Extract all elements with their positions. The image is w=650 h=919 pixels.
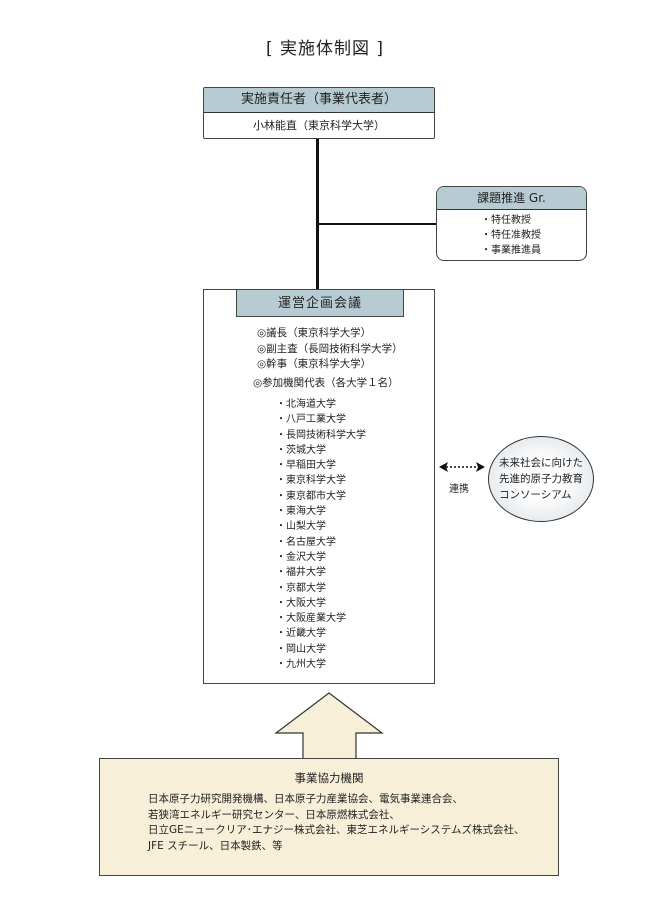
- university-item: 早稲田大学: [286, 458, 366, 473]
- member-item: ・特任教授: [481, 215, 531, 226]
- university-item: 金沢大学: [286, 550, 366, 565]
- university-item: 東京科学大学: [286, 473, 366, 488]
- consortium-ellipse: 未来社会に向けた 先進的原子力教育 コンソーシアム: [488, 436, 594, 522]
- university-item: 北海道大学: [286, 397, 366, 412]
- promotion-group-box: 課題推進 Gr. ・特任教授 ・特任准教授 ・事業推進員: [436, 186, 587, 261]
- university-item: 東海大学: [286, 504, 366, 519]
- representative-name: 小林能直（東京科学大学）: [253, 119, 385, 132]
- partners-list: 日本原子力研究開発機構、日本原子力産業協会、電気事業連合会、 若狭湾エネルギー研…: [148, 792, 525, 854]
- university-item: 東京都市大学: [286, 489, 366, 504]
- university-item: 長岡技術科学大学: [286, 428, 366, 443]
- promotion-group-members: ・特任教授 ・特任准教授 ・事業推進員: [437, 213, 586, 258]
- consortium-line: コンソーシアム: [499, 489, 572, 501]
- university-item: 名古屋大学: [286, 535, 366, 550]
- member-item: ・事業推進員: [481, 245, 541, 256]
- role-item: ◎副主査（長岡技術科学大学）: [257, 342, 403, 355]
- link-label: 連携: [449, 484, 469, 495]
- partners-line: JFE スチール、日本製鉄、等: [148, 839, 283, 852]
- university-item: 大阪大学: [286, 596, 366, 611]
- council-header: 運営企画会議: [236, 289, 404, 317]
- university-item: 大阪産業大学: [286, 611, 366, 626]
- promotion-group-header: 課題推進 Gr.: [437, 187, 586, 210]
- partners-box: [99, 758, 559, 876]
- university-item: 福井大学: [286, 565, 366, 580]
- university-item: 九州大学: [286, 657, 366, 672]
- university-item: 山梨大学: [286, 519, 366, 534]
- representative-header: 実施責任者（事業代表者）: [204, 88, 434, 113]
- horizontal-connector: [318, 223, 436, 225]
- role-item: ◎議長（東京科学大学）: [257, 327, 372, 339]
- partners-line: 日本原子力研究開発機構、日本原子力産業協会、電気事業連合会、: [148, 793, 463, 805]
- university-item: 京都大学: [286, 581, 366, 596]
- university-item: 岡山大学: [286, 642, 366, 657]
- bidirectional-arrow-icon: [439, 462, 485, 472]
- council-roles: ◎議長（東京科学大学） ◎副主査（長岡技術科学大学） ◎幹事（東京科学大学）: [257, 326, 403, 373]
- university-item: 近畿大学: [286, 626, 366, 641]
- university-list: 北海道大学八戸工業大学長岡技術科学大学茨城大学早稲田大学東京科学大学東京都市大学…: [286, 397, 366, 672]
- member-item: ・特任准教授: [481, 230, 541, 241]
- representative-box: 実施責任者（事業代表者） 小林能直（東京科学大学）: [203, 87, 435, 139]
- university-item: 八戸工業大学: [286, 412, 366, 427]
- up-arrow-icon: [274, 692, 384, 761]
- university-item: 茨城大学: [286, 443, 366, 458]
- consortium-line: 未来社会に向けた: [499, 457, 583, 469]
- vertical-connector: [316, 139, 319, 290]
- consortium-line: 先進的原子力教育: [499, 473, 583, 485]
- partners-line: 日立GEニュークリア･エナジー株式会社、東芝エネルギーシステムズ株式会社、: [148, 824, 525, 836]
- partners-title: 事業協力機関: [294, 771, 364, 785]
- role-item: ◎幹事（東京科学大学）: [257, 358, 372, 370]
- participants-label: ◎参加機関代表（各大学１名）: [253, 377, 399, 389]
- diagram-title: [ 実施体制図 ]: [265, 39, 385, 59]
- partners-line: 若狭湾エネルギー研究センター、日本原燃株式会社、: [148, 808, 400, 821]
